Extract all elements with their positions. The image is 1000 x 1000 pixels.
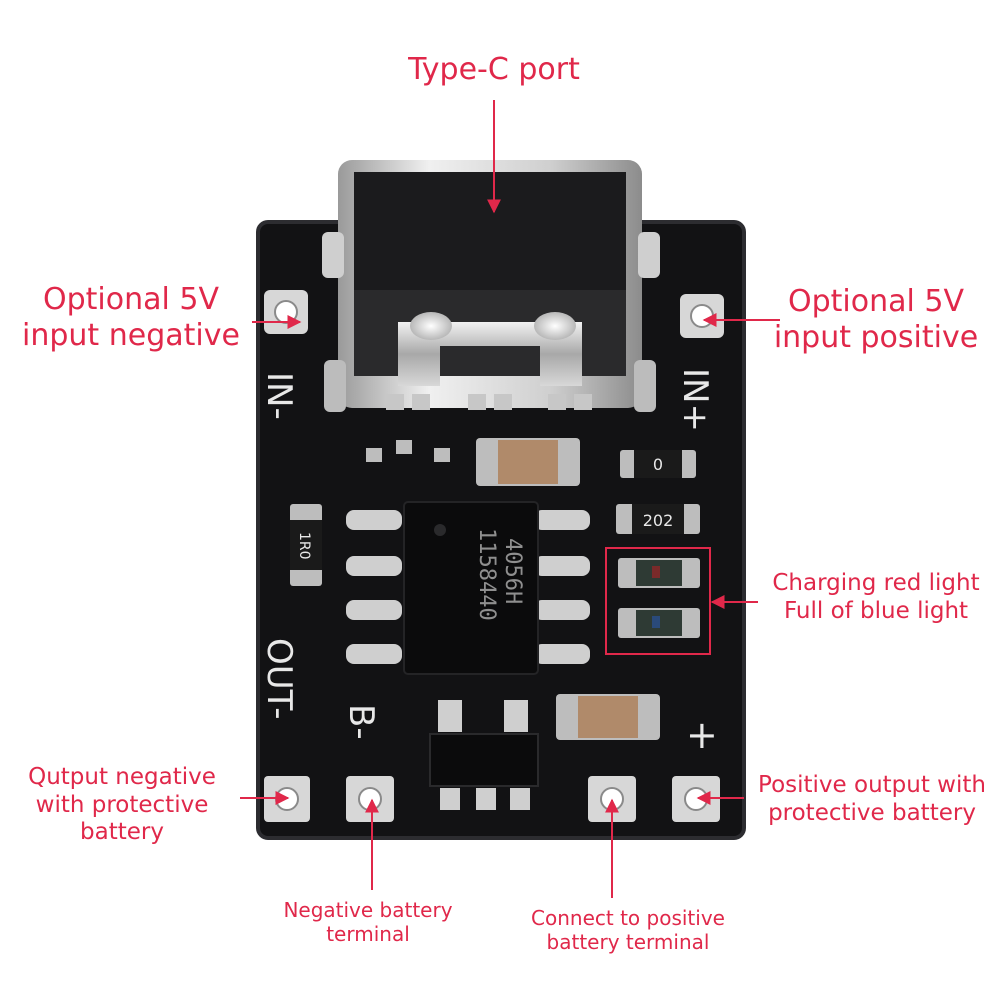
- label-output-negative-line1: Qutput negative: [28, 764, 216, 790]
- label-input-negative-line1: Optional 5V: [43, 282, 219, 317]
- label-output-positive-line1: Positive output with: [758, 772, 986, 798]
- label-input-positive-line1: Optional 5V: [788, 284, 964, 319]
- label-battery-positive-line2: battery terminal: [546, 930, 710, 954]
- label-output-positive: Positive output with protective battery: [744, 772, 1000, 827]
- label-input-negative-line2: input negative: [22, 318, 240, 353]
- silk-in-plus: IN+: [675, 368, 715, 432]
- silk-in-minus: IN-: [259, 372, 299, 420]
- charger-ic: 4056H 1158440: [346, 501, 590, 675]
- resistor-1r0-label: 1R0: [296, 532, 312, 560]
- resistor-1r0: 1R0: [290, 504, 322, 586]
- resistor-0-label: 0: [653, 455, 663, 474]
- pad-battery-negative: [346, 776, 394, 822]
- label-battery-negative-line2: terminal: [326, 922, 410, 946]
- transistor-sot23: [429, 700, 539, 810]
- capacitor-top: [476, 438, 580, 486]
- pad-in-negative: [264, 290, 308, 334]
- silk-b-minus: B-: [341, 704, 381, 740]
- label-led-line2: Full of blue light: [783, 597, 969, 624]
- usb-c-connector: [322, 160, 660, 412]
- label-battery-negative: Negative battery terminal: [248, 898, 488, 946]
- label-led-indicators: Charging red light Full of blue light: [752, 570, 1000, 625]
- label-output-negative-line2: with protective: [35, 791, 209, 818]
- silk-plus: +: [686, 713, 718, 757]
- label-battery-positive-line1: Connect to positive: [531, 906, 725, 930]
- label-type-c-port: Type-C port: [330, 52, 658, 88]
- silk-out-minus: OUT-: [259, 638, 299, 720]
- label-input-positive-line2: input positive: [773, 320, 979, 355]
- label-battery-positive: Connect to positive battery terminal: [500, 906, 756, 954]
- resistor-202: 202: [616, 504, 700, 534]
- label-led-line1: Charging red light: [772, 570, 980, 596]
- chip-line1: 4056H: [500, 538, 525, 604]
- chip-line2: 1158440: [474, 528, 499, 621]
- led-highlight-box: [605, 547, 711, 655]
- label-input-negative: Optional 5V input negative: [0, 282, 262, 354]
- label-output-negative-line3: battery: [80, 819, 164, 846]
- small-pads-top: [366, 440, 450, 462]
- pad-in-positive: [680, 294, 724, 338]
- label-type-c-text: Type-C port: [408, 52, 580, 87]
- capacitor-bottom: [556, 694, 660, 740]
- led-charging-red: [618, 558, 700, 588]
- label-input-positive: Optional 5V input positive: [752, 284, 1000, 356]
- led-full-blue: [618, 608, 700, 638]
- label-battery-negative-line1: Negative battery: [283, 898, 453, 922]
- label-output-positive-line2: protective battery: [768, 799, 976, 826]
- label-output-negative: Qutput negative with protective battery: [0, 764, 244, 847]
- resistor-202-label: 202: [643, 511, 674, 530]
- resistor-0: 0: [620, 450, 696, 478]
